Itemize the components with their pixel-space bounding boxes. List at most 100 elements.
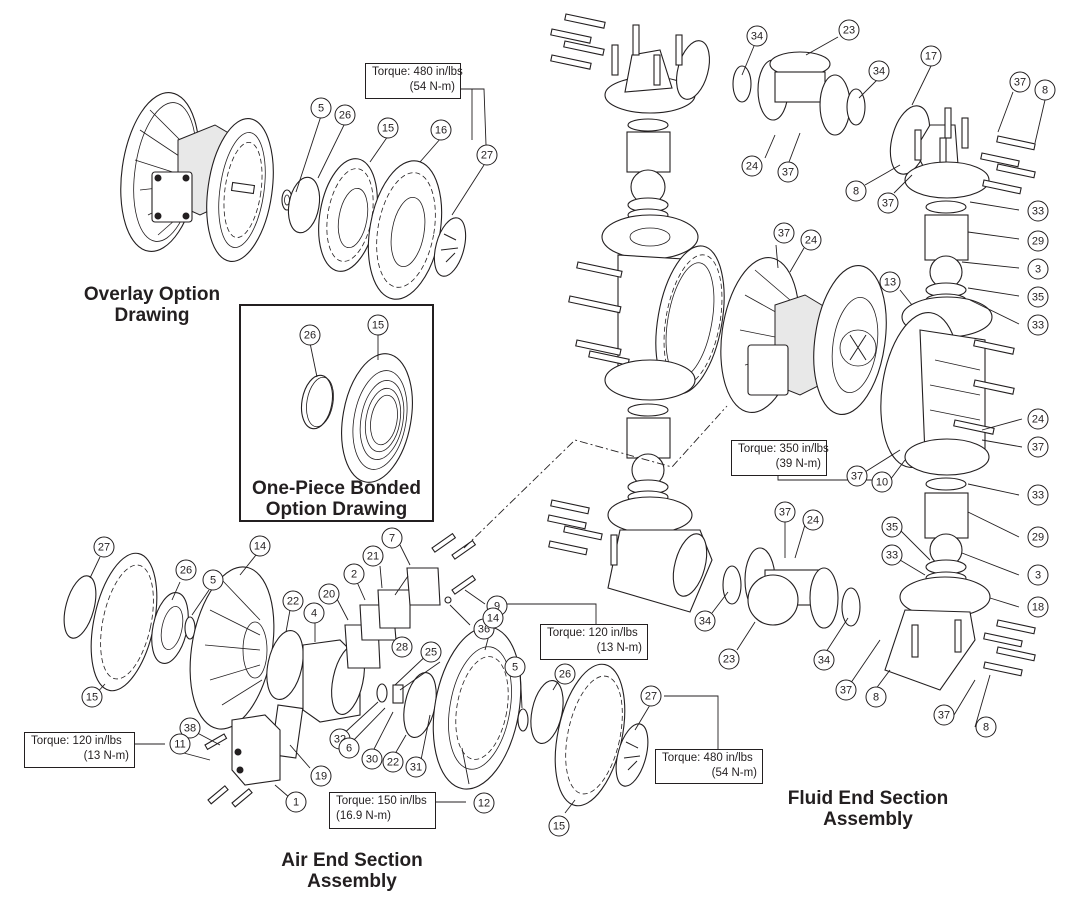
part-balloon-1: 1 [285,791,307,813]
balloon-circle [482,607,504,629]
balloon-label: 8 [853,186,859,198]
part-balloon-18: 18 [1027,596,1049,618]
balloon-circle [1027,436,1049,458]
balloon-circle [774,501,796,523]
balloon-label: 37 [778,228,790,240]
balloon-label: 5 [318,103,324,115]
part-balloon-8: 8 [1034,79,1056,101]
balloon-circle [871,471,893,493]
torque-callout-overlay-27: Torque: 480 in/lbs (54 N-m) [365,63,463,99]
balloon-label: 37 [938,710,950,722]
balloon-circle [93,536,115,558]
part-balloon-15: 15 [548,815,570,837]
balloon-label: 37 [782,167,794,179]
balloon-label: 2 [351,569,357,581]
overlay-option-drawing [120,92,467,300]
torque-metric: (39 N-m) [775,458,821,470]
air-end-title: Air End Section Assembly [262,850,442,892]
balloon-circle [802,509,824,531]
balloon-circle [718,648,740,670]
balloon-circle [377,117,399,139]
balloon-circle [179,717,201,739]
part-balloon-37: 37 [1009,71,1031,93]
part-balloon-11: 11 [169,733,191,755]
balloon-circle [554,663,576,685]
fluid-end-left-stack [547,13,725,613]
part-balloon-33: 33 [1027,484,1049,506]
balloon-label: 5 [512,662,518,674]
balloon-label: 15 [372,320,384,332]
part-balloon-33: 33 [881,544,903,566]
overlay-option-title: Overlay Option Drawing [72,284,232,326]
balloon-label: 15 [382,123,394,135]
part-balloon-26: 26 [554,663,576,685]
part-balloon-22: 22 [282,590,304,612]
balloon-circle [362,545,384,567]
balloon-label: 14 [487,613,499,625]
torque-metric: (54 N-m) [711,767,757,779]
balloon-circle [504,656,526,678]
torque-metric: (54 N-m) [409,81,455,93]
part-balloon-37: 37 [933,704,955,726]
balloon-label: 37 [1014,77,1026,89]
balloon-circle [640,685,662,707]
part-balloon-15: 15 [367,314,389,336]
part-balloon-19: 19 [310,765,332,787]
balloon-label: 19 [315,771,327,783]
part-balloon-31: 31 [405,756,427,778]
part-balloon-37: 37 [846,465,868,487]
balloon-circle [881,516,903,538]
torque-callout-fluid-10: Torque: 350 in/lbs (39 N-m) [731,440,829,476]
balloon-label: 34 [873,66,885,78]
balloon-circle [865,686,887,708]
part-balloon-26: 26 [334,104,356,126]
balloon-circle [310,765,332,787]
overlay-title-line2: Drawing [114,305,190,326]
balloon-circle [881,544,903,566]
part-balloon-27: 27 [640,685,662,707]
balloon-circle [933,704,955,726]
part-balloon-29: 29 [1027,526,1049,548]
part-balloon-29: 29 [1027,230,1049,252]
part-balloon-7: 7 [381,527,403,549]
balloon-circle [1027,596,1049,618]
part-balloon-33: 33 [1027,314,1049,336]
balloon-label: 25 [425,647,437,659]
balloon-circle [282,590,304,612]
part-balloon-23: 23 [718,648,740,670]
part-balloon-8: 8 [975,716,997,738]
air-end-title-line2: Assembly [307,871,397,892]
balloon-label: 23 [723,654,735,666]
part-balloon-37: 37 [773,222,795,244]
torque-callout-fluid-27: Torque: 480 in/lbs (54 N-m) [655,749,763,784]
part-balloon-12: 12 [473,792,495,814]
balloon-circle [920,45,942,67]
balloon-label: 8 [1042,85,1048,97]
balloon-circle [343,563,365,585]
part-balloon-26: 26 [175,559,197,581]
balloon-label: 37 [779,507,791,519]
balloon-circle [777,161,799,183]
balloon-label: 33 [1032,206,1044,218]
balloon-circle [741,155,763,177]
part-balloon-20: 20 [318,583,340,605]
balloon-circle [845,180,867,202]
air-end-section [63,532,649,808]
balloon-label: 3 [1035,264,1041,276]
balloon-circle [81,686,103,708]
part-balloon-17: 17 [920,45,942,67]
balloon-label: 38 [184,723,196,735]
balloon-circle [202,569,224,591]
part-balloon-2: 2 [343,563,365,585]
balloon-label: 27 [645,691,657,703]
balloon-label: 37 [882,198,894,210]
balloon-circle [334,104,356,126]
balloon-circle [548,815,570,837]
part-balloon-34: 34 [868,60,890,82]
balloon-circle [868,60,890,82]
fluid-end-title-line2: Assembly [823,809,913,830]
torque-metric: (13 N-m) [83,750,129,762]
bonded-option-frame [239,304,434,522]
balloon-circle [813,649,835,671]
torque-value: Torque: 120 in/lbs [31,735,122,747]
